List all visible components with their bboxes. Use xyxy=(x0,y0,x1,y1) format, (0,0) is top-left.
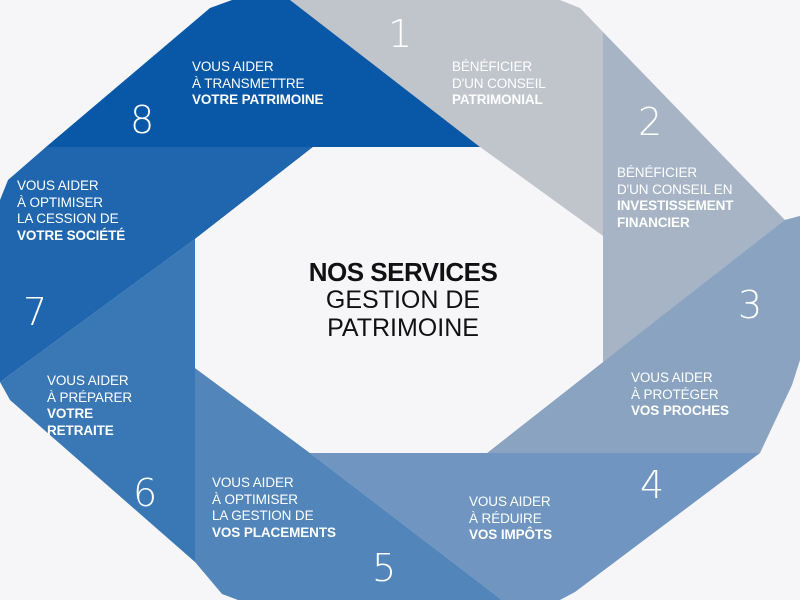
service-line: À OPTIMISER xyxy=(17,194,103,210)
step-number-4: 4 xyxy=(640,463,665,507)
service-line-bold: VOS PLACEMENTS xyxy=(212,525,336,541)
segment-8-shape xyxy=(46,0,480,147)
service-5-text: VOUS AIDER À OPTIMISER LA GESTION DE VOS… xyxy=(212,475,336,542)
center-panel xyxy=(195,147,603,453)
service-line: D'UN CONSEIL xyxy=(452,75,546,91)
service-line: VOUS AIDER xyxy=(469,494,551,509)
service-4-text: VOUS AIDER À RÉDUIRE VOS IMPÔTS xyxy=(469,494,552,544)
service-line: VOUS AIDER xyxy=(631,370,713,385)
service-line: VOUS AIDER xyxy=(17,178,99,193)
service-line: VOUS AIDER xyxy=(47,373,129,388)
center-subtitle-1: GESTION DE xyxy=(325,286,481,314)
segment-1-shape xyxy=(290,0,603,236)
service-line-bold: VOS PROCHES xyxy=(631,403,729,419)
service-line: BÉNÉFICIER xyxy=(617,165,698,180)
service-6-text: VOUS AIDER À PRÉPARER VOTRE RETRAITE xyxy=(47,373,132,440)
service-line-bold: RETRAITE xyxy=(47,423,114,439)
service-line: LA CESSION DE xyxy=(17,211,119,227)
segment-2-shape xyxy=(603,32,800,362)
segment-5-shape xyxy=(195,368,502,600)
service-line: À PRÉPARER xyxy=(47,389,133,405)
service-line: VOUS AIDER xyxy=(192,59,274,74)
segment-7-shape xyxy=(0,147,313,382)
service-line: BÉNÉFICIER xyxy=(452,59,533,74)
service-line: À PROTÉGER xyxy=(631,386,719,402)
service-line-bold: INVESTISSEMENT xyxy=(617,198,734,214)
center-subtitle-2: PATRIMOINE xyxy=(327,314,479,342)
step-number-2: 2 xyxy=(638,100,663,144)
service-line-bold: VOTRE xyxy=(47,406,94,422)
service-line: À OPTIMISER xyxy=(212,491,298,507)
service-line: À RÉDUIRE xyxy=(469,510,542,526)
segment-6-shape xyxy=(0,239,195,562)
service-line-bold: VOTRE SOCIÉTÉ xyxy=(17,228,126,244)
center-title-block: NOS SERVICES GESTION DE PATRIMOINE xyxy=(250,258,556,342)
service-line: VOUS AIDER xyxy=(212,475,294,490)
step-number-6: 6 xyxy=(133,471,158,515)
service-line-bold: PATRIMONIAL xyxy=(452,92,543,108)
service-line: D'UN CONSEIL EN xyxy=(617,181,733,197)
step-number-8: 8 xyxy=(130,98,155,142)
service-line-bold: FINANCIER xyxy=(617,215,690,231)
step-number-1: 1 xyxy=(388,12,413,56)
service-3-text: VOUS AIDER À PROTÉGER VOS PROCHES xyxy=(631,370,729,420)
segment-3-shape xyxy=(487,216,800,453)
service-line-bold: VOTRE PATRIMOINE xyxy=(192,92,324,108)
step-number-7: 7 xyxy=(23,290,48,334)
center-title: NOS SERVICES xyxy=(308,257,498,287)
service-7-text: VOUS AIDER À OPTIMISER LA CESSION DE VOT… xyxy=(17,178,125,245)
service-line: LA GESTION DE xyxy=(212,508,314,524)
step-number-3: 3 xyxy=(738,283,763,327)
service-8-text: VOUS AIDER À TRANSMETTRE VOTRE PATRIMOIN… xyxy=(192,59,324,109)
service-1-text: BÉNÉFICIER D'UN CONSEIL PATRIMONIAL xyxy=(452,59,546,109)
step-number-5: 5 xyxy=(372,546,397,590)
service-2-text: BÉNÉFICIER D'UN CONSEIL EN INVESTISSEMEN… xyxy=(617,165,733,232)
service-line: À TRANSMETTRE xyxy=(192,75,305,91)
segment-4-shape xyxy=(310,453,760,600)
service-line-bold: VOS IMPÔTS xyxy=(469,527,553,543)
